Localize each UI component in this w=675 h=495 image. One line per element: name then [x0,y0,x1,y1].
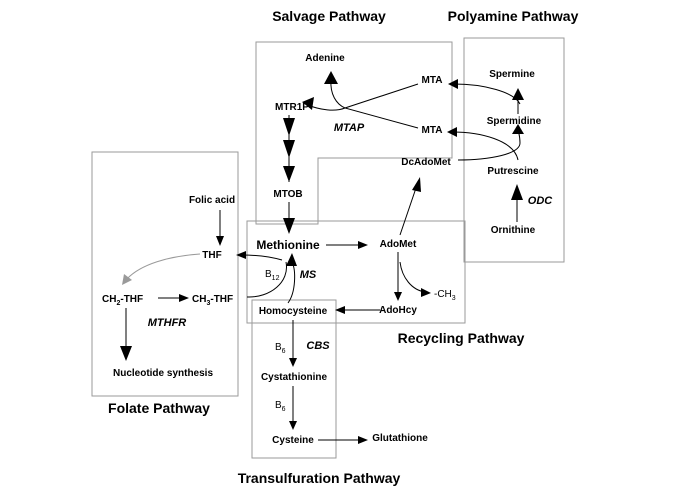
thf-to-ch2thf-arc [125,253,201,281]
putrescine-label: Putrescine [487,166,539,177]
nucleotide-synthesis-label: Nucleotide synthesis [113,368,213,379]
mta-top-label: MTA [422,75,443,86]
metabolite-labels: Adenine MTR1P MTOB MTA MTA Spermine Sper… [102,53,542,446]
recycling-arrows [246,177,431,314]
mthfr-enzyme-label: MTHFR [148,317,187,329]
dcadomet-arrowhead [412,177,421,192]
mtap-enzyme-label: MTAP [334,122,365,134]
mtr1p-chevron-1 [283,118,295,136]
thf-arrowhead-from-ms [236,251,246,259]
methyl-arrowhead [421,288,431,297]
odc-enzyme-label: ODC [528,195,554,207]
methionine-arrowhead-ms [286,253,297,266]
adomet-label: AdoMet [380,239,417,250]
adenine-label: Adenine [305,53,345,64]
cofactor-labels: B12 B6 B6 [265,269,286,413]
ms-enzyme-label: MS [300,269,317,281]
ornithine-label: Ornithine [491,225,536,236]
mta-bottom-arrowhead [447,127,457,137]
salvage-pathway-title: Salvage Pathway [272,8,386,24]
homocysteine-label: Homocysteine [259,306,328,317]
mtr1p-label: MTR1P [275,102,309,113]
spermine-to-mta-arc [453,83,521,105]
spermine-arrowhead-in [512,88,524,100]
mta-to-adenine-arrow [330,79,346,109]
folate-pathway-box [91,151,239,397]
spermidine-arrowhead-in [512,124,524,134]
ch2-thf-label: CH2-THF [102,294,143,307]
ms-to-thf-line [241,254,283,261]
b6-cofactor-label-1: B6 [275,342,286,355]
recycling-pathway-box [246,220,466,324]
spermidine-label: Spermidine [487,116,542,127]
thf-arrowhead-in [216,236,224,246]
b12-cofactor-label: B12 [265,269,280,282]
adohcy-arrowhead [394,292,402,301]
glutathione-arrowhead [358,436,368,444]
mta-bottom-label: MTA [422,125,443,136]
polyamine-pathway-title: Polyamine Pathway [448,8,579,24]
thf-label: THF [202,250,221,261]
homocysteine-to-methionine-arc [287,261,296,304]
mtob-arrowhead-in [283,166,295,182]
cbs-enzyme-label: CBS [306,340,330,352]
methyl-donation-arc [246,261,287,298]
mta-top-arrowhead [448,79,458,89]
methyl-group-label: -CH3 [434,289,456,302]
methyl-transfer-arc [399,261,426,293]
folate-pathway-title: Folate Pathway [108,400,210,416]
dcadomet-label: DcAdoMet [401,157,451,168]
b6-cofactor-label-2: B6 [275,400,286,413]
glutathione-label: Glutathione [372,433,428,444]
pathway-boxes [91,37,565,459]
ch3-thf-label: CH3-THF [192,294,233,307]
adenine-arrowhead [324,71,338,84]
methionine-label: Methionine [256,238,320,252]
enzyme-labels: MTAP ODC MS MTHFR CBS [148,122,554,352]
folate-arrows [120,210,283,361]
salvage-pathway-box [255,41,453,225]
salvage-arrows [283,71,419,234]
spermidine-to-mta-arc [451,131,519,161]
mtob-label: MTOB [273,189,302,200]
polyamine-arrows [447,79,524,222]
adomet-arrowhead [358,241,368,249]
cysteine-arrowhead [289,421,297,430]
methionine-arrowhead-from-mtob [283,218,295,234]
putrescine-arrowhead-odc [511,184,523,200]
spermine-label: Spermine [489,69,535,80]
folic-acid-label: Folic acid [189,195,235,206]
ch3thf-arrowhead [179,294,189,302]
homocysteine-arrowhead-right [335,306,345,314]
mtr1p-chevron-2 [283,140,295,158]
cystathionine-arrowhead [289,358,297,367]
transulfuration-pathway-box [251,299,337,459]
adohcy-label: AdoHcy [379,305,417,316]
nucleotide-arrowhead [120,346,132,361]
transulfuration-arrows [289,320,368,444]
transulfuration-pathway-title: Transulfuration Pathway [238,470,401,486]
recycling-pathway-title: Recycling Pathway [398,330,525,346]
polyamine-pathway-box [463,37,565,263]
mtr1p-arrowhead [302,97,314,110]
cystathionine-label: Cystathionine [261,372,328,383]
adomet-to-dcadomet-line [399,187,417,236]
ch2thf-arrowhead-gray [122,274,132,285]
cysteine-label: Cysteine [272,435,314,446]
mta-to-mtr1p-arrow [307,104,346,111]
